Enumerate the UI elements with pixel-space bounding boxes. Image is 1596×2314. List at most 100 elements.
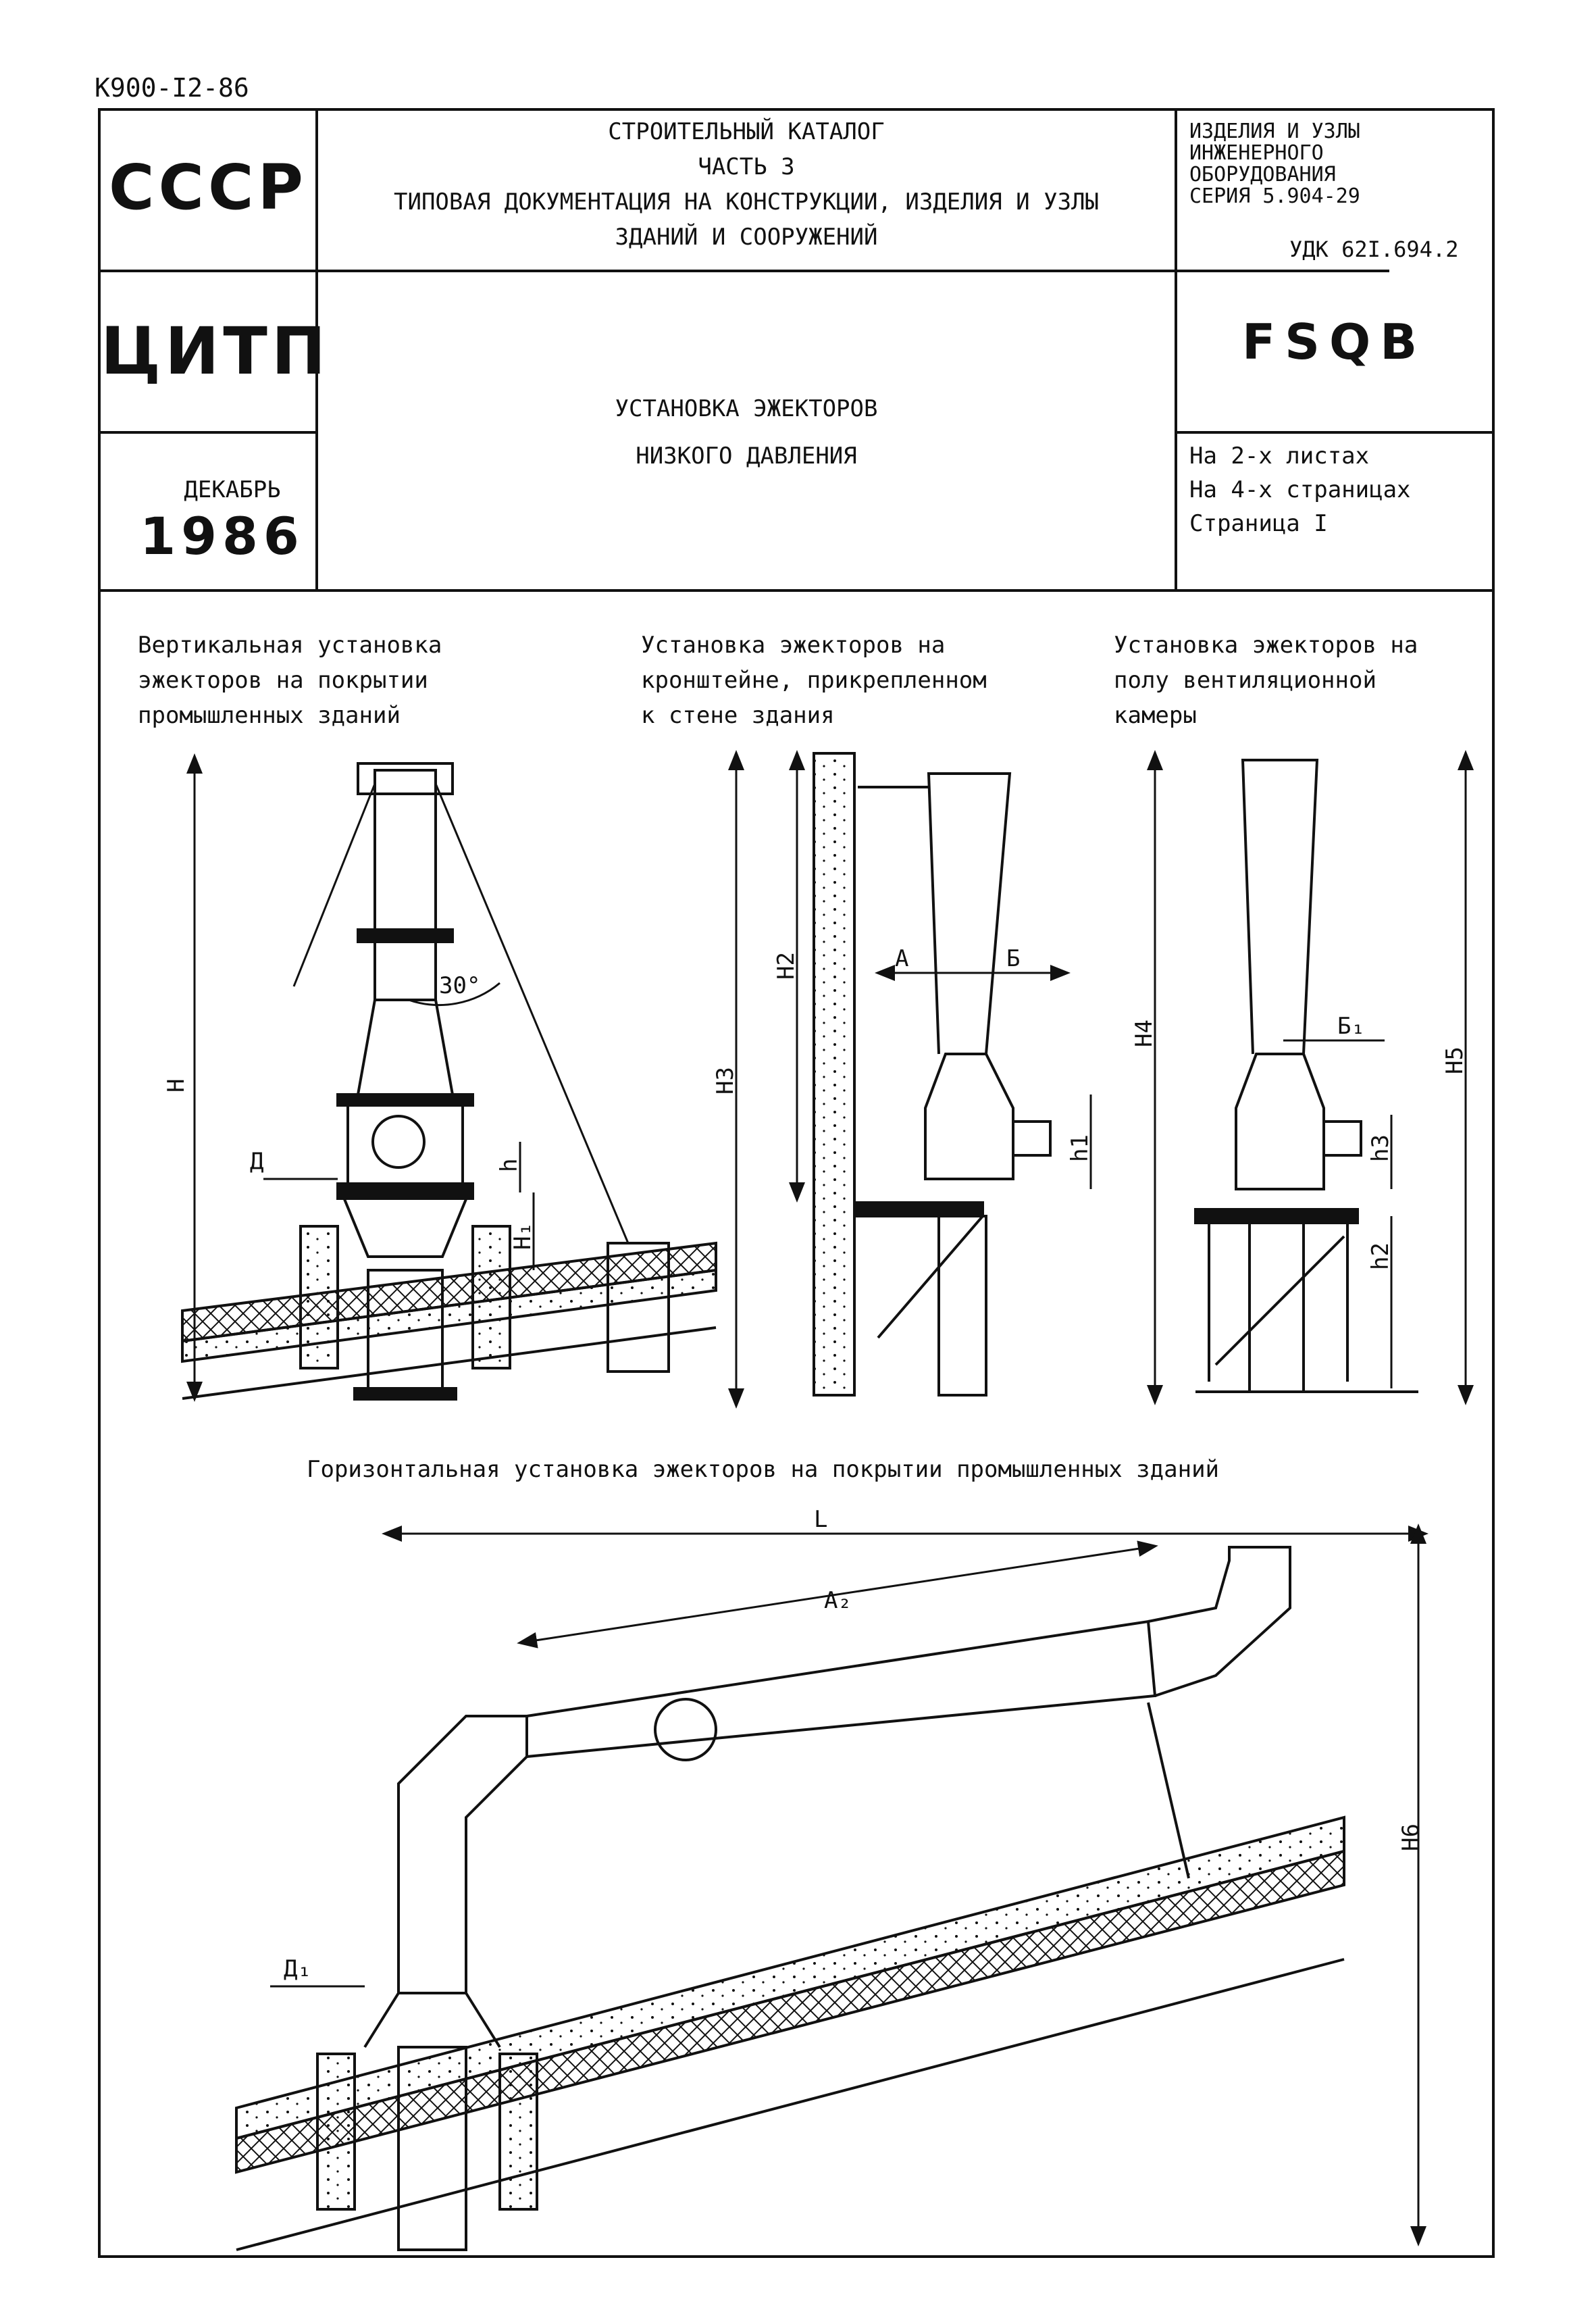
drawing-bracket-wall xyxy=(728,750,1092,1409)
drawing-frame: СССР ЦИТП ДЕКАБРЬ 1986 СТРОИТЕЛЬНЫЙ КАТА… xyxy=(98,108,1495,2258)
guy-wire-left xyxy=(292,783,376,987)
title-line-2: НИЗКОГО ДАВЛЕНИЯ xyxy=(636,443,857,470)
bracket-top xyxy=(853,1201,984,1217)
wire-anchor xyxy=(607,1242,670,1373)
bracket-strut xyxy=(877,1215,984,1339)
drawing-vertical-roof xyxy=(181,753,717,1402)
label-B1: Б₁ xyxy=(1337,1013,1365,1040)
angle-arc xyxy=(408,982,500,1007)
caption-horizontal: Горизонтальная установка эжекторов на по… xyxy=(307,1456,1220,1483)
ejector-floor-inlet xyxy=(1322,1120,1362,1157)
h-curb-right xyxy=(498,2053,538,2211)
series-line-3: ОБОРУДОВАНИЯ xyxy=(1189,163,1336,186)
ejector-floor-base-pipe xyxy=(1248,1208,1305,1393)
ejector-flange-upper xyxy=(336,1093,474,1107)
h-inlet-circle xyxy=(654,1698,717,1761)
label-H6: H6 xyxy=(1397,1823,1424,1851)
ejector-stack xyxy=(374,769,437,1000)
caption-bracket-2: кронштейне, прикрепленном xyxy=(641,667,987,694)
label-h1: h1 xyxy=(1066,1134,1093,1162)
h-base-cone xyxy=(363,1992,501,2048)
header-row-line-right xyxy=(1175,431,1492,434)
series-line-2: ИНЖЕНЕРНОГО xyxy=(1189,141,1324,165)
label-H2: H2 xyxy=(773,952,800,980)
label-H5: H5 xyxy=(1441,1047,1468,1074)
drawing-floor xyxy=(1147,750,1474,1405)
label-L: L xyxy=(814,1506,827,1533)
label-A2: A₂ xyxy=(824,1587,852,1614)
ejector-inlet-circle xyxy=(371,1115,426,1169)
h-roof-insulation xyxy=(235,1849,1345,2174)
udk-code: УДК 62I.694.2 xyxy=(1289,236,1459,262)
caption-bracket-3: к стене здания xyxy=(641,702,835,729)
caption-floor-3: камеры xyxy=(1114,702,1197,729)
org-ussr: СССР xyxy=(109,151,307,224)
h-roof-line xyxy=(236,1958,1345,2251)
guy-wire-right xyxy=(434,783,629,1244)
series-line-1: ИЗДЕЛИЯ И УЗЛЫ xyxy=(1189,120,1360,143)
header-row-line-mid xyxy=(315,270,1389,272)
ejector-bracket-chamber xyxy=(924,1053,1014,1180)
label-D1: Д₁ xyxy=(284,1955,311,1982)
wall xyxy=(813,752,856,1397)
dimension-labels: H Д h H₁ 30° H2 H3 A Б h1 H4 H5 Б₁ h3 h2… xyxy=(163,945,1468,1982)
issue-month: ДЕКАБРЬ xyxy=(184,476,281,503)
h-roof-slab xyxy=(235,1815,1345,2140)
label-D: Д xyxy=(250,1148,263,1175)
ejector-floor-stack xyxy=(1241,759,1319,1055)
ejector-bracket-base-pipe xyxy=(937,1215,987,1397)
header-col-line-2 xyxy=(1175,111,1177,592)
header-col-line-1 xyxy=(315,111,318,592)
page-number: Страница I xyxy=(1189,510,1328,537)
h-support xyxy=(1147,1702,1190,1879)
ejector-cone-lower xyxy=(343,1199,467,1258)
label-H3: H3 xyxy=(712,1067,739,1095)
caption-vertical-1: Вертикальная установка xyxy=(138,632,442,659)
header-row-line-left xyxy=(101,270,315,272)
header-bottom-line xyxy=(101,589,1492,592)
caption-vertical-2: эжекторов на покрытии xyxy=(138,667,428,694)
ejector-top-clamp xyxy=(357,762,454,795)
series-line-4: СЕРИЯ 5.904-29 xyxy=(1189,184,1360,208)
h-elbow-upper xyxy=(1148,1546,1291,1697)
ejector-floor-chamber xyxy=(1235,1053,1325,1190)
stand-legs xyxy=(1208,1223,1349,1382)
curb-right xyxy=(471,1225,511,1369)
org-citp: ЦИТП xyxy=(101,313,330,389)
drawing-horizontal xyxy=(235,1524,1428,2251)
dim-line-A2 xyxy=(517,1540,1158,1649)
ejector-flange-mid xyxy=(336,1182,474,1200)
label-H1: H₁ xyxy=(509,1222,536,1250)
curb-left xyxy=(299,1225,339,1369)
ejector-diffuser xyxy=(357,999,454,1095)
roof-line xyxy=(182,1326,717,1400)
ejector-base-flange xyxy=(353,1387,457,1401)
caption-vertical-3: промышленных зданий xyxy=(138,702,401,729)
catalog-line-4: ЗДАНИЙ И СООРУЖЕНИЙ xyxy=(615,224,878,251)
header-row-line-left2 xyxy=(101,431,315,434)
h-base-pipe xyxy=(397,2046,467,2251)
title-line-1: УСТАНОВКА ЭЖЕКТОРОВ xyxy=(615,395,878,422)
label-h: h xyxy=(496,1159,523,1172)
caption-floor-2: полу вентиляционной xyxy=(1114,667,1376,694)
ejector-mixing-chamber xyxy=(346,1100,464,1187)
label-A: A xyxy=(895,945,908,972)
h-ejector-body xyxy=(525,1619,1157,1759)
label-H: H xyxy=(163,1079,190,1092)
label-h3: h3 xyxy=(1367,1134,1394,1162)
ejector-flange-top xyxy=(357,928,454,943)
label-h2: h2 xyxy=(1367,1242,1394,1270)
document-code: К900-I2-86 xyxy=(95,73,249,103)
caption-floor-1: Установка эжекторов на xyxy=(1114,632,1418,659)
catalog-line-3: ТИПОВАЯ ДОКУМЕНТАЦИЯ НА КОНСТРУКЦИИ, ИЗД… xyxy=(394,188,1099,216)
h-elbow-lower xyxy=(397,1715,528,1993)
catalog-line-2: ЧАСТЬ 3 xyxy=(698,153,795,180)
label-angle: 30° xyxy=(439,972,480,999)
document-code-fsqb: FSQB xyxy=(1242,313,1427,370)
label-B: Б xyxy=(1006,945,1020,972)
ejector-bracket-stack xyxy=(927,772,1012,1055)
pages-count: На 4-х страницах xyxy=(1189,476,1411,503)
stand-top xyxy=(1194,1208,1359,1224)
h-curb-left xyxy=(316,2053,356,2211)
